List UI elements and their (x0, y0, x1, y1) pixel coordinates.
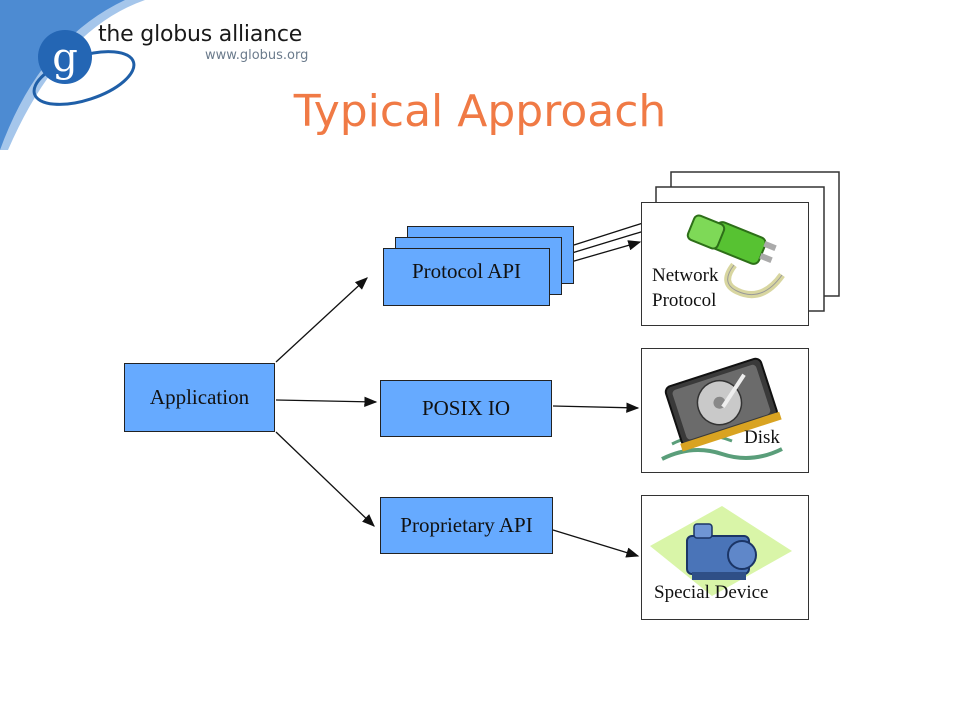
arrow-posix-to-disk (552, 402, 640, 413)
network-label-line2: Protocol (652, 290, 717, 311)
proprietary-api-label: Proprietary API (400, 513, 533, 537)
posix-io-box: POSIX IO (380, 380, 552, 437)
globus-logo-icon: g (32, 30, 136, 106)
disk-label: Disk (744, 427, 780, 448)
network-plug-icon (686, 214, 785, 298)
arrow-app-to-posix (275, 396, 378, 407)
special-device-card: Special Device (641, 495, 809, 620)
posix-io-label: POSIX IO (421, 396, 511, 420)
arrow-app-to-proprietary (275, 431, 375, 527)
special-device-icon (650, 506, 792, 596)
network-label-line1: Network (652, 265, 719, 286)
arrow-protocol-to-network-2 (561, 226, 656, 257)
brand-name: the globus alliance (98, 22, 303, 47)
disk-card: Disk (641, 348, 809, 473)
svg-text:g: g (52, 35, 78, 81)
brand-url: www.globus.org (205, 48, 309, 63)
network-protocol-card: Network Protocol (641, 202, 809, 326)
special-device-label: Special Device (654, 582, 769, 603)
application-label: Application (149, 385, 250, 409)
header-corner-graphic: g (0, 0, 145, 150)
arrow-proprietary-to-device (552, 529, 640, 558)
protocol-api-box: Protocol API (383, 248, 550, 306)
application-box: Application (124, 363, 275, 432)
arrow-app-to-protocol (275, 277, 368, 363)
proprietary-api-box: Proprietary API (380, 497, 553, 554)
protocol-api-label: Protocol API (411, 259, 522, 283)
corner-swoosh-light (0, 0, 145, 150)
slide-title: Typical Approach (293, 86, 667, 137)
hard-disk-icon (661, 357, 783, 461)
